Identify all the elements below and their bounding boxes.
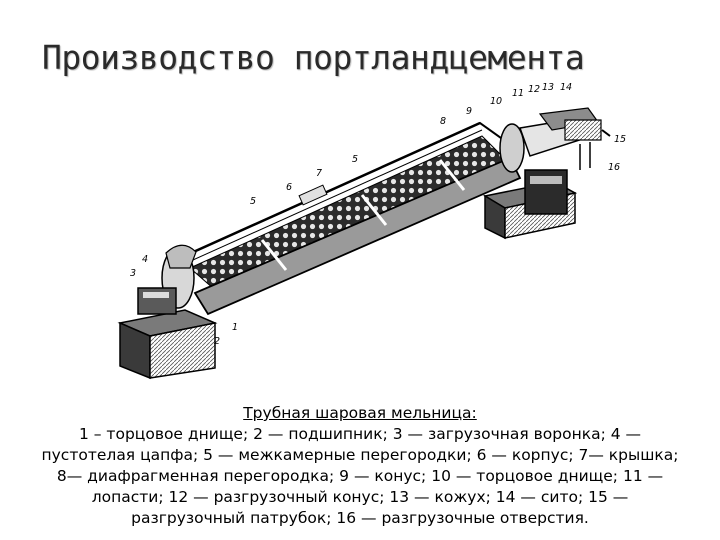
- caption-line-4: лопасти; 12 — разгрузочный конус; 13 — к…: [91, 488, 629, 506]
- right-trunnion: [499, 107, 611, 173]
- mill-drum: [178, 121, 522, 316]
- callout-13: 13: [542, 82, 554, 93]
- ball-mill-figure: 1 2 3 4 5 5 6 7 8 9 10 11 12 13 14 15 16: [110, 78, 630, 388]
- callout-4: 4: [142, 254, 148, 265]
- callout-8: 8: [440, 116, 446, 127]
- callout-15: 15: [614, 134, 626, 145]
- ball-mill-drawing: 1 2 3 4 5 5 6 7 8 9 10 11 12 13 14 15 16: [117, 82, 626, 380]
- callout-5b: 5: [352, 154, 358, 165]
- callout-7: 7: [316, 168, 322, 179]
- caption-title: Трубная шаровая мельница:: [243, 404, 477, 422]
- left-trunnion: [137, 244, 197, 315]
- figure-caption: Трубная шаровая мельница: 1 – торцовое д…: [4, 403, 716, 529]
- callout-2: 2: [214, 336, 220, 347]
- caption-line-3: 8— диафрагменная перегородка; 9 — конус;…: [56, 467, 664, 485]
- callout-9: 9: [466, 106, 472, 117]
- callout-12: 12: [528, 84, 540, 95]
- caption-line-5: разгрузочный патрубок; 16 — разгрузочные…: [131, 509, 589, 527]
- left-foundation: [117, 309, 218, 380]
- callout-1: 1: [232, 322, 238, 333]
- callout-5a: 5: [250, 196, 256, 207]
- callout-10: 10: [490, 96, 502, 107]
- caption-line-2: пустотелая цапфа; 5 — межкамерные перего…: [41, 446, 679, 464]
- callout-14: 14: [560, 82, 572, 93]
- callout-16: 16: [608, 162, 620, 173]
- right-foundation: [482, 169, 578, 240]
- callout-11: 11: [512, 88, 524, 99]
- caption-line-1: 1 – торцовое днище; 2 — подшипник; 3 — з…: [78, 425, 642, 443]
- callout-6: 6: [286, 182, 292, 193]
- callout-3: 3: [130, 268, 136, 279]
- slide-title: Производство портландцемента: [42, 38, 585, 77]
